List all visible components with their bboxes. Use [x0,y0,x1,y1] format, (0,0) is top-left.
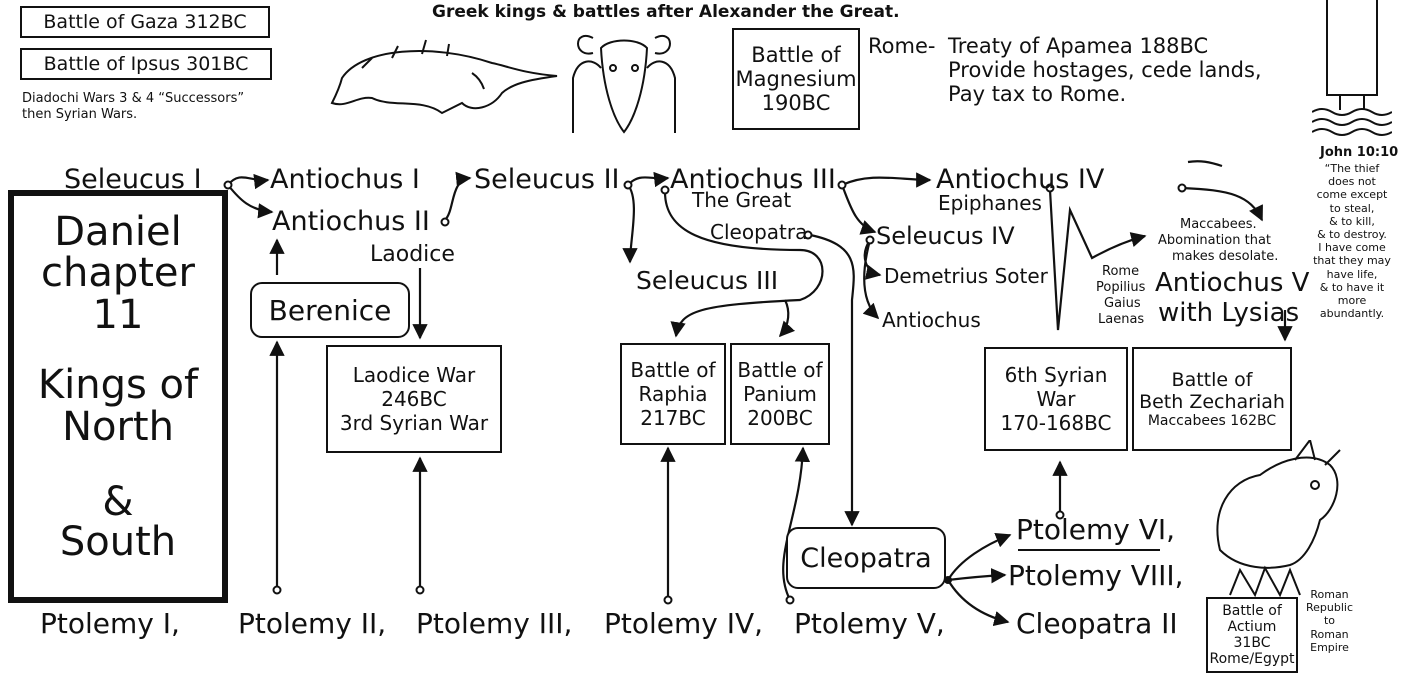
actium-line-2: Actium 31BC [1227,619,1277,651]
unicorn-goat-illustration [330,39,558,115]
cleopatra-box: Cleopatra [786,527,946,589]
north-label: North [62,404,174,450]
king-ptolemy-3: Ptolemy III, [416,607,573,640]
daniel-label: Daniel [54,209,182,255]
panium-line-2: Panium [743,382,817,406]
rome-treaty-prefix: Rome- [868,34,936,58]
battle-ipsus-label: Battle of Ipsus 301BC [43,53,249,75]
berenice-label: Berenice [268,293,392,327]
cleopatra-box-label: Cleopatra [800,542,932,574]
actium-line-3: Rome/Egypt [1209,651,1295,667]
king-antiochus-4: Antiochus IV [936,164,1105,195]
sixth-syrian-line-3: 170-168BC [1000,411,1112,435]
king-antiochus-1: Antiochus I [270,164,420,195]
battle-beth-zechariah-box: Battle of Beth Zechariah Maccabees 162BC [1132,347,1292,451]
laodice-war-line-1: Laodice War [352,363,476,387]
diadochi-note-2: then Syrian Wars. [22,107,138,122]
with-lysias: with Lysias [1158,298,1300,328]
king-ptolemy-2: Ptolemy II, [238,607,387,640]
battle-actium-box: Battle of Actium 31BC Rome/Egypt [1206,597,1298,673]
beast-illustration [1216,440,1341,598]
sixth-syrian-war-box: 6th Syrian War 170-168BC [984,347,1128,451]
antiochus-son: Antiochus [882,308,981,332]
king-antiochus-2: Antiochus II [272,206,430,237]
laodice-war-line-3: 3rd Syrian War [339,411,489,435]
king-seleucus-2: Seleucus II [474,164,620,195]
laenas-label: Laenas [1098,312,1145,327]
antiochus-4-epithet: Epiphanes [938,191,1042,215]
battle-panium-box: Battle of Panium 200BC [730,343,830,445]
rome-treaty-line-3: Pay tax to Rome. [948,82,1127,106]
john-reference: John 10:10 [1320,145,1399,160]
queen-cleopatra-2: Cleopatra II [1016,607,1178,640]
sixth-syrian-line-1: 6th Syrian [1004,363,1108,387]
king-antiochus-5: Antiochus V [1155,268,1310,298]
rome-treaty-line-2: Provide hostages, cede lands, [948,58,1262,82]
south-label: South [59,519,177,565]
king-ptolemy-8: Ptolemy VIII, [1008,559,1184,592]
beth-zechariah-line-3: Maccabees 162BC [1147,413,1277,429]
berenice-box: Berenice [250,282,410,338]
antiochus-3-epithet: The Great [692,188,792,212]
page-title: Greek kings & battles after Alexander th… [432,2,900,22]
king-ptolemy-6: Ptolemy VI, [1016,513,1176,546]
ram-illustration [572,35,676,134]
actium-line-1: Battle of [1222,603,1282,619]
king-ptolemy-5: Ptolemy V, [794,607,945,640]
battle-gaza-box: Battle of Gaza 312BC [20,6,270,38]
beth-zechariah-line-2: Beth Zechariah [1139,391,1285,413]
laodice-label: Laodice [370,242,455,267]
daniel-title-box: Daniel chapter 11 Kings of North & South [8,190,228,603]
gaius-label: Gaius [1104,296,1141,311]
jesus-illustration [1312,0,1392,136]
popilius-label: Popilius [1096,280,1146,295]
demetrius-soter: Demetrius Soter [884,264,1048,288]
diadochi-note: Diadochi Wars 3 & 4 “Successors” [22,91,245,106]
maccabees-line-2: Abomination that [1158,233,1272,248]
raphia-line-2: Raphia [638,382,708,406]
amp-label: & [102,479,134,525]
battle-gaza-label: Battle of Gaza 312BC [43,11,247,33]
battle-raphia-box: Battle of Raphia 217BC [620,343,726,445]
battle-magnesium-box: Battle of Magnesium 190BC [732,28,860,130]
panium-line-1: Battle of [737,358,823,382]
rome-label: Rome [1102,264,1140,279]
king-ptolemy-1: Ptolemy I, [40,607,180,640]
chapter-label: chapter 11 [41,250,195,338]
laodice-war-line-2: 246BC [381,387,447,411]
magnesium-line-3: 190BC [761,91,831,115]
laodice-war-box: Laodice War 246BC 3rd Syrian War [326,345,502,453]
panium-line-3: 200BC [747,406,813,430]
kings-label: Kings of [37,362,199,408]
roman-republic-note: Roman Republic to Roman Empire [1306,588,1354,654]
king-seleucus-4: Seleucus IV [876,222,1015,250]
cleopatra-daughter: Cleopatra [710,220,808,244]
king-seleucus-3: Seleucus III [636,266,779,295]
magnesium-line-2: Magnesium [735,67,857,91]
rome-treaty-line-1: Treaty of Apamea 188BC [948,34,1209,58]
magnesium-line-1: Battle of [751,43,841,67]
battle-ipsus-box: Battle of Ipsus 301BC [20,48,272,80]
king-ptolemy-4: Ptolemy IV, [604,607,764,640]
sixth-syrian-line-2: War [1036,387,1076,411]
john-quote: “The thief does not come except to steal… [1313,162,1391,321]
king-seleucus-1: Seleucus I [64,164,202,195]
raphia-line-3: 217BC [640,406,706,430]
maccabees-line-3: makes desolate. [1172,249,1279,264]
beth-zechariah-line-1: Battle of [1171,369,1253,391]
maccabees-line-1: Maccabees. [1180,217,1257,232]
raphia-line-1: Battle of [630,358,716,382]
king-antiochus-3: Antiochus III [670,164,836,195]
